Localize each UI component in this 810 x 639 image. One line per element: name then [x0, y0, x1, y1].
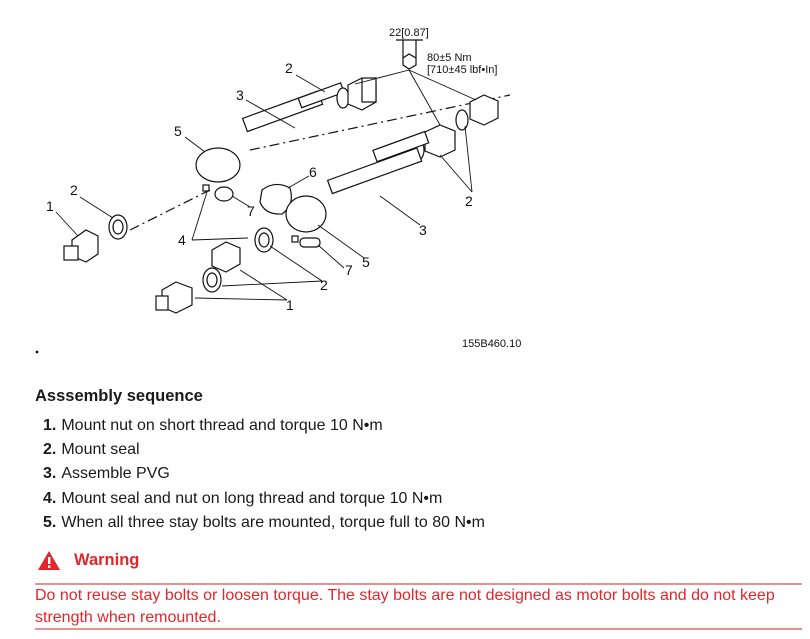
callout-7: 7 [345, 262, 353, 278]
step-text: Mount seal and nut on long thread and to… [61, 489, 443, 507]
step-number: 1. [43, 417, 57, 434]
step-number: 4. [43, 489, 57, 507]
exploded-assembly-drawing: 2 3 5 2 1 6 7 4 7 5 2 1 2 3 22[0.87] 80±… [35, 27, 522, 354]
callout-2: 2 [320, 277, 328, 293]
step-number: 3. [43, 465, 57, 483]
assembly-illustration [35, 39, 511, 354]
torque-imperial: [710±45 lbf•In] [427, 64, 498, 76]
warning-divider-top [35, 583, 802, 585]
warning-triangle-icon [38, 551, 60, 570]
torque-metric: 80±5 Nm [427, 52, 472, 64]
step-text: Mount seal [61, 441, 140, 459]
step-item: 4.Mount seal and nut on long thread and … [43, 487, 485, 511]
step-number: 2. [43, 441, 57, 459]
step-item: 5.When all three stay bolts are mounted,… [43, 511, 485, 535]
callout-3: 3 [236, 87, 244, 103]
figure-id: 155B460.10 [462, 338, 522, 350]
assembly-steps: 1.Mount nut on short thread and torque 1… [43, 414, 485, 535]
callout-5: 5 [362, 254, 370, 270]
callout-6: 6 [309, 164, 317, 180]
step-text: When all three stay bolts are mounted, t… [61, 513, 485, 531]
hex-width-dimension: 22[0.87] [389, 27, 429, 39]
step-number: 5. [43, 513, 57, 531]
callout-2: 2 [70, 182, 78, 198]
warning-heading: Warning [38, 551, 139, 570]
callout-5: 5 [174, 123, 182, 139]
step-item: 2.Mount seal [43, 438, 485, 462]
warning-label: Warning [74, 551, 140, 569]
section-title: Asssembly sequence [35, 387, 203, 405]
callout-7: 7 [247, 203, 255, 219]
callout-1: 1 [286, 297, 294, 313]
step-text: Mount nut on short thread and torque 10 … [61, 417, 383, 434]
warning-divider-bottom [35, 628, 802, 630]
step-item: 1.Mount nut on short thread and torque 1… [43, 414, 485, 438]
callout-1: 1 [46, 198, 54, 214]
step-text: Assemble PVG [61, 465, 170, 483]
warning-text: Do not reuse stay bolts or loosen torque… [35, 587, 775, 626]
step-item: 3.Assemble PVG [43, 462, 485, 486]
callout-2: 2 [285, 60, 293, 76]
callout-2: 2 [465, 193, 473, 209]
callout-4: 4 [178, 232, 186, 248]
callout-3: 3 [419, 222, 427, 238]
